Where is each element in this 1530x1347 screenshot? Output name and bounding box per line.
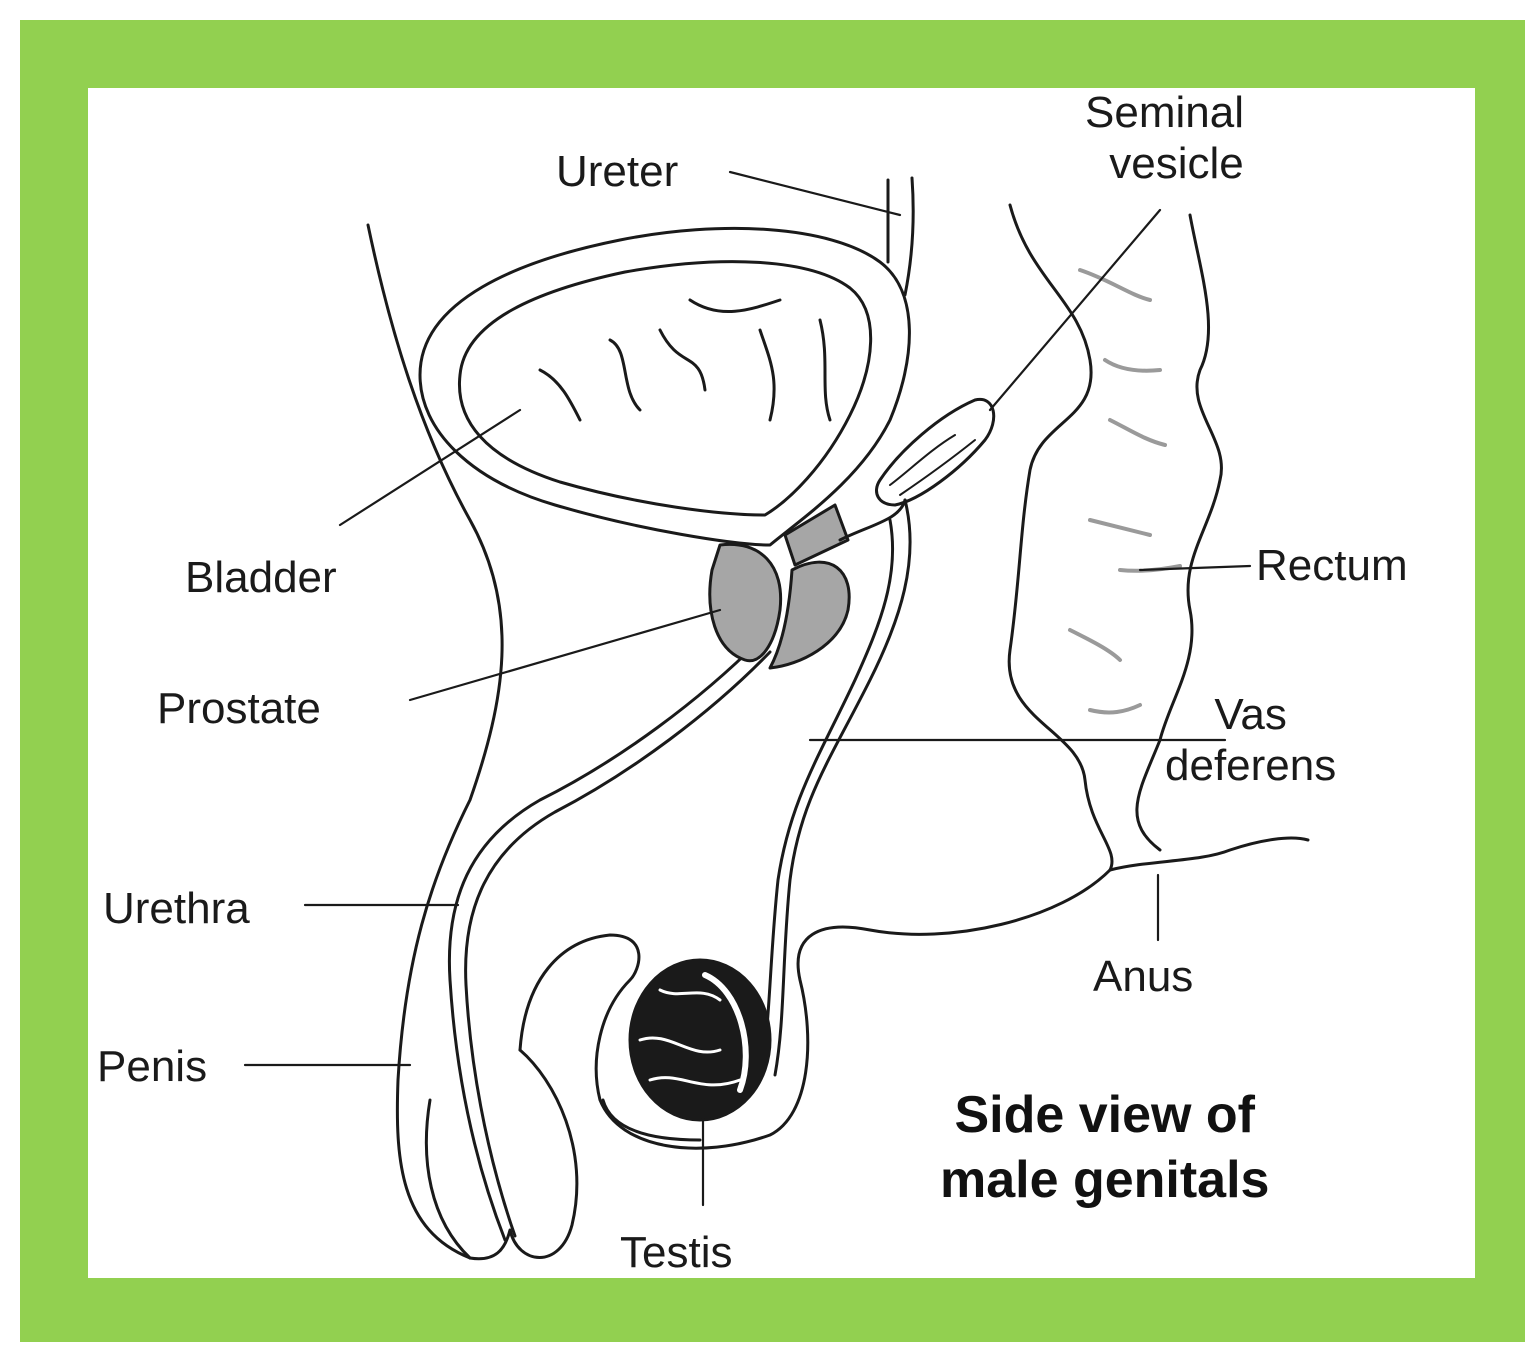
urethra-tube-outer <box>449 640 760 1240</box>
ejaculatory-duct <box>785 505 848 565</box>
label-ureter: Ureter <box>556 147 678 198</box>
bladder-inner <box>459 262 870 515</box>
label-anus: Anus <box>1093 952 1193 1003</box>
label-rectum: Rectum <box>1256 541 1408 592</box>
label-testis: Testis <box>620 1228 732 1279</box>
penis-outline <box>470 1050 577 1259</box>
label-bladder: Bladder <box>185 553 337 604</box>
leader-prostate <box>410 610 720 700</box>
body-front-outline <box>368 225 502 1258</box>
label-prostate: Prostate <box>157 684 321 735</box>
prostate <box>710 544 781 660</box>
label-penis: Penis <box>97 1042 207 1093</box>
testis <box>630 960 770 1120</box>
label-seminal-vesicle: Seminal vesicle <box>1085 88 1244 189</box>
leader-seminal-vesicle <box>990 210 1160 410</box>
urethra-tube-inner <box>466 652 770 1236</box>
leader-bladder <box>340 410 520 525</box>
bladder-outer <box>420 228 909 545</box>
label-vas-deferens: Vas deferens <box>1165 690 1336 791</box>
seminal-vesicle <box>876 399 993 505</box>
rectum-front <box>1009 205 1112 870</box>
diagram-title: Side view of male genitals <box>940 1083 1269 1213</box>
prostate-rear <box>770 562 849 668</box>
leader-ureter <box>730 172 900 215</box>
label-urethra: Urethra <box>103 884 250 935</box>
